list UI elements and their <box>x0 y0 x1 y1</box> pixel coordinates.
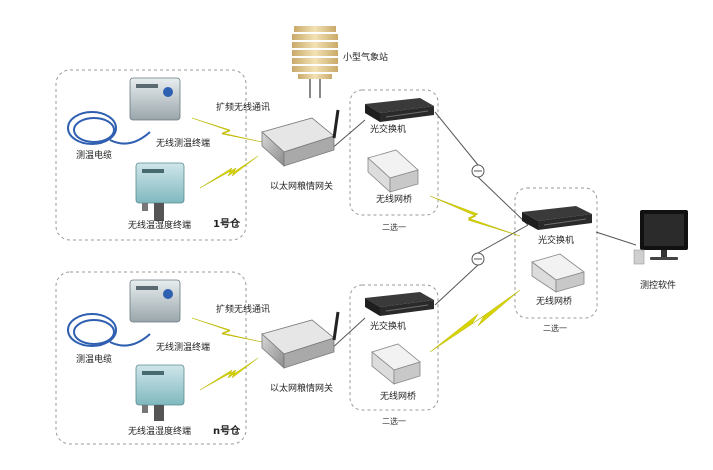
center-group <box>514 187 598 319</box>
label-gateway-n: 以太网粮情网关 <box>270 384 334 394</box>
temp-terminal-n <box>129 279 181 323</box>
label-temp-terminal-1: 无线测温终端 <box>156 139 211 149</box>
optical-switch-top <box>365 98 434 122</box>
label-th-terminal-n: 无线温湿度终端 <box>128 427 192 437</box>
optical-switch-center <box>522 206 592 230</box>
fiber-connector-top <box>471 164 485 178</box>
label-wireless-comm-1: 扩频无线通讯 <box>216 103 271 113</box>
label-weather-station: 小型气象站 <box>343 53 389 63</box>
label-wireless-comm-n: 扩频无线通讯 <box>216 305 271 315</box>
label-choose-one-top: 二选一 <box>382 223 406 232</box>
label-wireless-bridge-top: 无线网桥 <box>376 195 413 205</box>
label-temp-terminal-n: 无线测温终端 <box>156 343 211 353</box>
uplink-bottom-group <box>349 284 439 411</box>
uplink-top-group <box>349 89 439 216</box>
label-probe-cable-n: 测温电缆 <box>76 355 113 365</box>
bolt-bridge-top <box>429 195 521 237</box>
weather-station <box>292 26 338 98</box>
label-th-terminal-1: 无线温湿度终端 <box>128 221 192 231</box>
th-terminal-n <box>135 364 185 421</box>
bolt-th-n <box>199 357 259 391</box>
bolt-th-1 <box>199 155 259 189</box>
gateway-1 <box>261 109 340 167</box>
bolt-bridge-bottom <box>429 289 521 353</box>
optical-switch-bottom <box>365 292 434 316</box>
label-wireless-bridge-center: 无线网桥 <box>536 297 573 307</box>
wireless-bridge-center <box>531 253 585 293</box>
temp-terminal-1 <box>129 77 181 121</box>
label-probe-cable-1: 测温电缆 <box>76 151 113 161</box>
label-optical-switch-top: 光交换机 <box>370 125 407 135</box>
label-wireless-bridge-bottom: 无线网桥 <box>380 392 417 402</box>
label-choose-one-center: 二选一 <box>543 324 567 333</box>
wireless-bridge-top <box>367 149 419 193</box>
probe-cable-1 <box>67 111 151 145</box>
label-warehouse-n: n号仓 <box>213 426 241 437</box>
connection-lines <box>164 110 637 351</box>
label-gateway-1: 以太网粮情网关 <box>270 182 334 192</box>
th-terminal-1 <box>135 162 185 221</box>
label-warehouse-1: 1号仓 <box>213 219 240 230</box>
wireless-bolts <box>191 117 521 391</box>
label-choose-one-bottom: 二选一 <box>382 417 406 426</box>
label-monitor-software: 测控软件 <box>640 281 677 291</box>
fiber-connector-bottom <box>471 252 485 266</box>
warehouse-n-group <box>55 271 247 445</box>
gateway-n <box>261 311 340 369</box>
probe-cable-n <box>67 313 151 347</box>
wireless-bridge-bottom <box>371 343 421 385</box>
label-optical-switch-bottom: 光交换机 <box>370 322 407 332</box>
label-optical-switch-center: 光交换机 <box>538 236 575 246</box>
warehouse-1-group <box>55 69 247 241</box>
monitor-icon <box>633 210 688 265</box>
bolt-terminal-n <box>191 317 263 343</box>
